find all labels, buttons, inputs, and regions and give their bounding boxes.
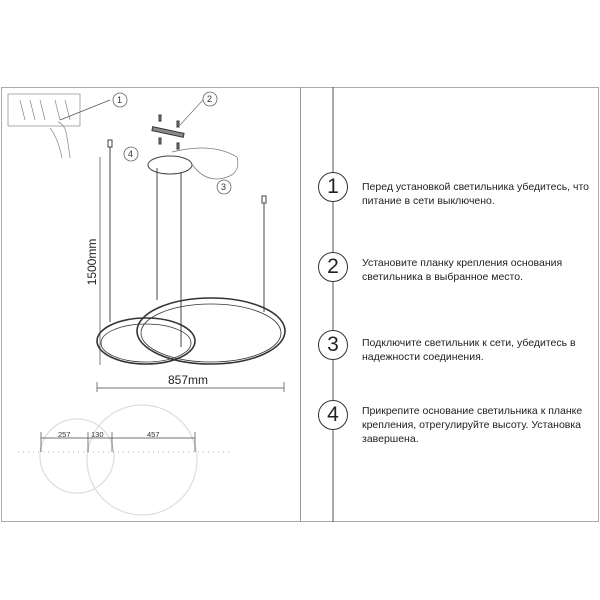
suspension-wires: [107, 139, 267, 347]
step-3-number: 3: [318, 330, 348, 360]
wiring-detail: [171, 147, 239, 180]
breaker-panel-icon: [7, 93, 111, 159]
dimension-lines: [96, 157, 285, 392]
mounting-bracket-icon: [151, 114, 185, 150]
callout-2-label: 2: [207, 94, 213, 104]
callout-3: [216, 179, 232, 195]
step-4-number: 4: [318, 400, 348, 430]
plan-dimension-130: 130: [91, 430, 104, 439]
plan-dimension-457: 457: [147, 430, 160, 439]
step-4-text: Прикрепите основание светильника к планк…: [362, 405, 583, 445]
plan-view: [39, 404, 198, 516]
step-3-text: Подключите светильник к сети, убедитесь …: [362, 337, 576, 363]
column-divider: [300, 87, 301, 522]
width-dimension-label: 857mm: [168, 373, 209, 387]
callout-1-label: 1: [117, 95, 123, 105]
callout-4: [123, 146, 139, 162]
height-dimension-label: 1500mm: [85, 238, 99, 286]
step-2-text: Установите планку крепления основания св…: [362, 257, 563, 283]
plan-dimension-lines: [40, 432, 196, 452]
callout-2: [202, 91, 218, 107]
callout-4-label: 4: [128, 149, 134, 159]
step-1-number: 1: [318, 172, 348, 202]
plan-dimension-257: 257: [58, 430, 71, 439]
step-2-number: 2: [318, 252, 348, 282]
callout-1: [112, 92, 128, 108]
rings: [96, 297, 286, 365]
step-1-text: Перед установкой светильника убедитесь, …: [362, 181, 590, 207]
callout-3-label: 3: [221, 182, 227, 192]
canopy: [147, 155, 193, 175]
